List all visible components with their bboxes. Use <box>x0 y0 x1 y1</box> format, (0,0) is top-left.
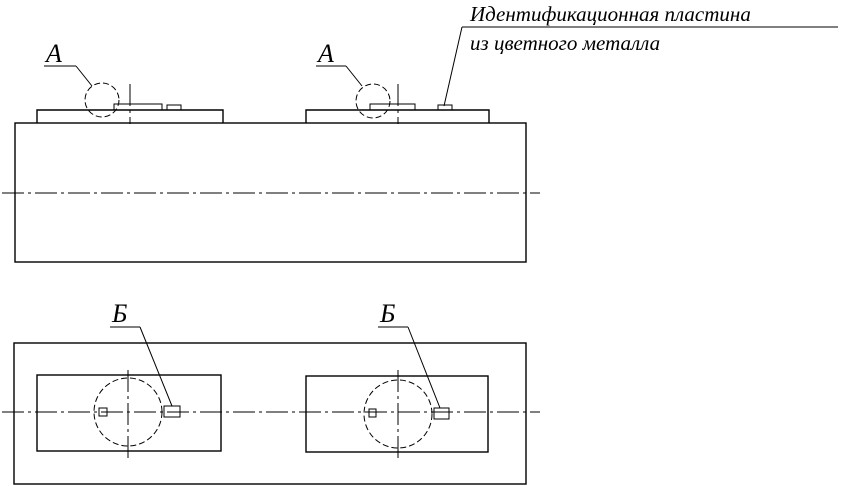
plan-view: Б Б <box>2 299 540 485</box>
plan-right-circle <box>363 379 433 449</box>
callout-leader <box>443 26 463 107</box>
label-b-right: Б <box>379 299 395 328</box>
plan-left-circle <box>93 377 163 447</box>
right-id-tab <box>437 104 453 111</box>
label-b-left-leader <box>139 326 173 407</box>
label-a-right-leader <box>345 65 363 87</box>
label-a-left-leader <box>75 65 93 87</box>
front-view: А А Идентификационная пластина из цветно… <box>2 2 838 263</box>
plan-right-pad <box>305 375 489 453</box>
label-b-right-leader <box>407 326 441 409</box>
label-a-left: А <box>44 39 62 68</box>
plan-right-small-hole <box>368 408 377 418</box>
plan-right-id-tab <box>433 407 450 420</box>
right-detail-a-circle <box>355 83 391 119</box>
left-plate <box>113 103 163 111</box>
label-b-left: Б <box>111 299 127 328</box>
plan-left-pad <box>36 374 222 452</box>
callout-line1: Идентификационная пластина <box>469 2 751 26</box>
right-plate <box>369 103 416 111</box>
callout-line2: из цветного металла <box>470 31 660 55</box>
label-a-right: А <box>316 39 334 68</box>
plan-left-small-hole <box>98 407 108 417</box>
left-id-tab <box>166 104 182 111</box>
plan-body <box>13 342 527 485</box>
left-detail-a-circle <box>84 82 120 118</box>
